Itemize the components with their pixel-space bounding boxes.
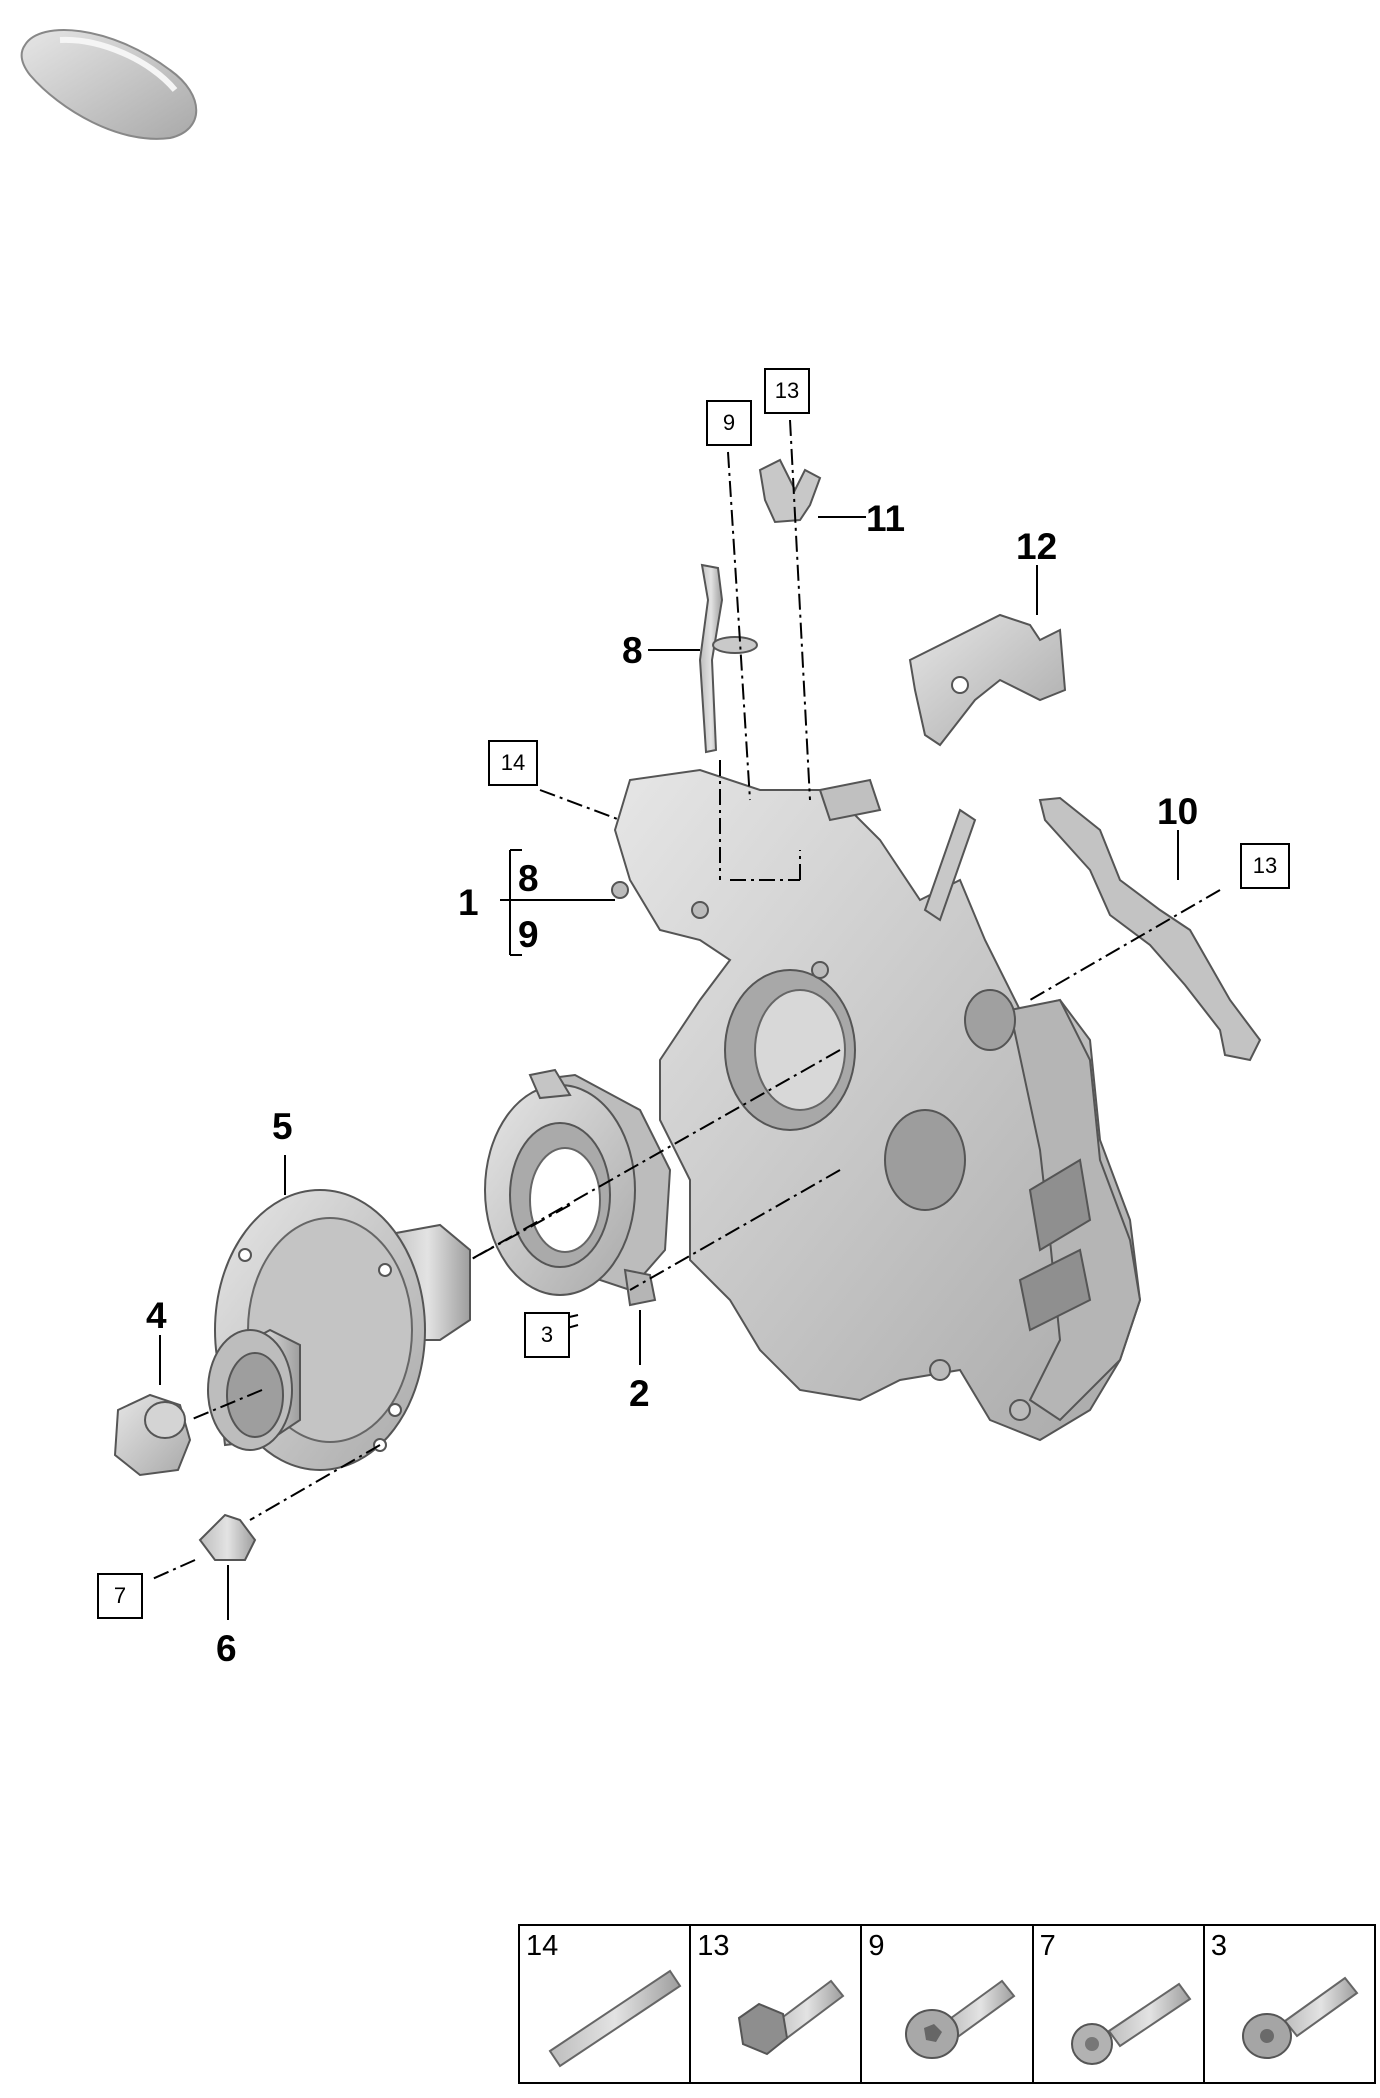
- nut-part: [113, 1393, 192, 1477]
- bracket-label-bottom: 9: [518, 914, 539, 955]
- torx-bolt-icon: [1070, 1982, 1192, 2065]
- bracket-label-top: 8: [518, 858, 539, 899]
- callout-6: 6: [216, 1628, 237, 1669]
- assembly-lines: [149, 419, 1221, 1581]
- callout-12: 12: [1016, 526, 1058, 567]
- legend-cell-13: 13: [691, 1926, 863, 2082]
- legend-cell-9: 9: [862, 1926, 1034, 2082]
- callout-4: 4: [146, 1295, 167, 1336]
- callout-10: 10: [1157, 791, 1199, 832]
- callout-5: 5: [272, 1106, 293, 1147]
- legend-label: 7: [1039, 1930, 1056, 1962]
- callout-11: 11: [866, 498, 906, 539]
- plug-part: [198, 1513, 257, 1561]
- legend-label: 3: [1210, 1930, 1227, 1962]
- legend-label: 9: [868, 1930, 885, 1962]
- ref-box-9-top: 9: [706, 400, 752, 446]
- callout-8: 8: [622, 630, 643, 671]
- callout-2: 2: [629, 1373, 650, 1414]
- wheel-hub-part: [207, 1189, 471, 1471]
- legend-cell-3: 3: [1205, 1926, 1374, 2082]
- ref-box-14: 14: [488, 740, 538, 786]
- ref-box-13-right: 13: [1240, 843, 1290, 889]
- ref-box-13-top: 13: [764, 368, 810, 414]
- button-head-bolt-icon: [1241, 1976, 1359, 2059]
- bracket-part: [908, 613, 1067, 747]
- vehicle-silhouette-icon: [20, 29, 198, 140]
- legend-cell-7: 7: [1034, 1926, 1205, 2082]
- wheel-bearing-part: [484, 1068, 672, 1307]
- sensor-part: [698, 563, 758, 754]
- pin-icon: [548, 1969, 682, 2068]
- ref-box-7: 7: [97, 1573, 143, 1619]
- legend-cell-14: 14: [520, 1926, 692, 2082]
- clip-part: [758, 458, 822, 524]
- ref-box-3: 3: [524, 1312, 570, 1358]
- line-bracket-part: [1038, 796, 1262, 1062]
- legend-label: 13: [697, 1930, 730, 1962]
- fastener-legend: 14 13 9 7 3: [518, 1924, 1376, 2084]
- wheel-carrier-part: [611, 768, 1142, 1442]
- hex-bolt-icon: [738, 1979, 845, 2056]
- callout-1: 1: [458, 882, 479, 923]
- socket-bolt-icon: [905, 1979, 1016, 2059]
- legend-label: 14: [526, 1930, 559, 1962]
